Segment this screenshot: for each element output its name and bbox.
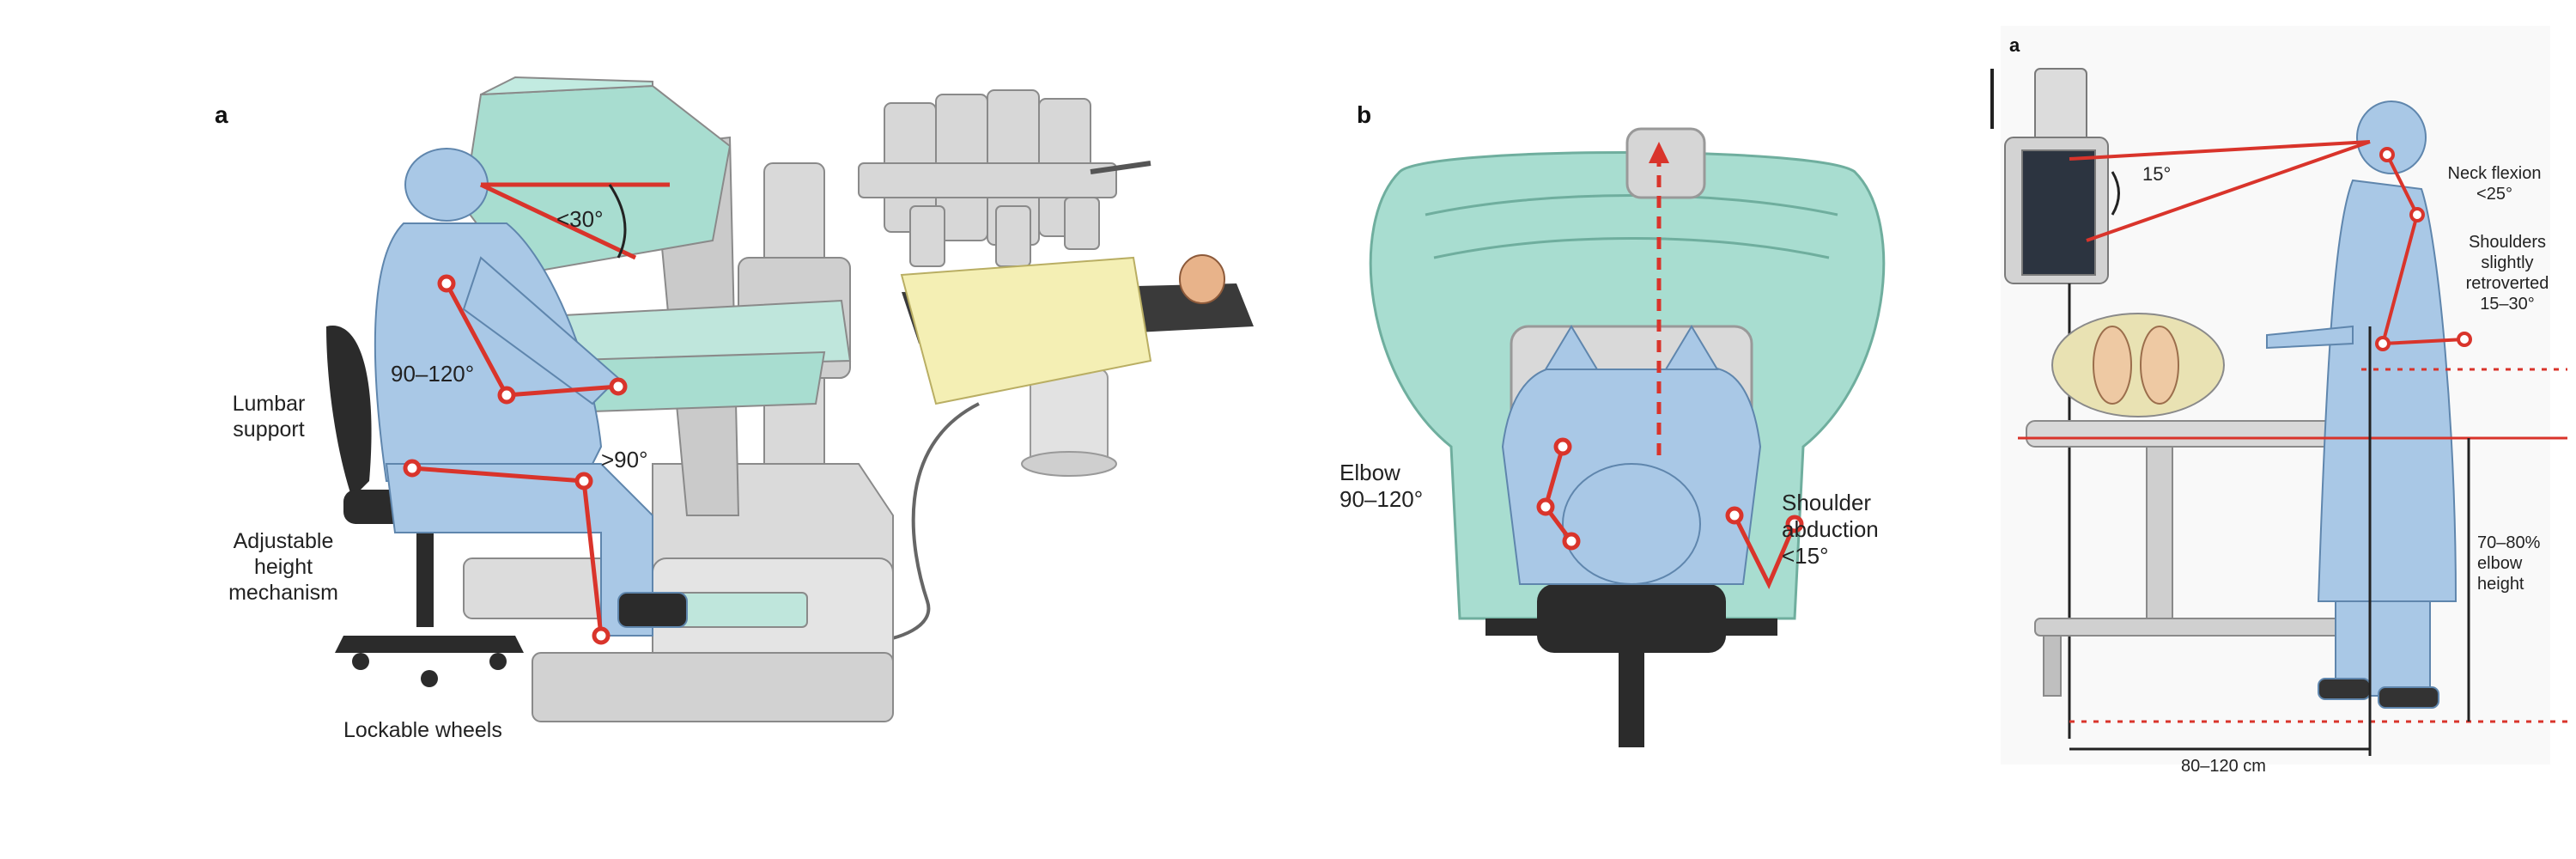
- height-mechanism-label: Adjustable height mechanism: [228, 529, 338, 605]
- monitor-stand: [1990, 68, 2109, 739]
- patient-side-robot: [858, 89, 1151, 267]
- surgeon-console: [462, 76, 894, 722]
- patient-table: [900, 254, 1254, 477]
- standing-indicators: [2018, 140, 2567, 756]
- panel-a-console-ergonomics: a <30° 90–120° Lumbar support >90° Adjus…: [215, 76, 1254, 742]
- panel-a-illustration: [326, 76, 1254, 722]
- panel-a-letter: a: [215, 101, 228, 128]
- distance-label: 80–120 cm: [2181, 757, 2266, 776]
- knee-angle-label: >90°: [601, 447, 648, 472]
- lockable-wheels-label: Lockable wheels: [343, 718, 502, 742]
- panel-c-standing-ergonomics: a 15° Neck flexion <25° Shoulders slight…: [1975, 0, 2576, 859]
- surgeon-top-view: [1501, 325, 1762, 585]
- panel-b-letter: b: [1357, 101, 1372, 128]
- chair-base-top-view: [1485, 584, 1777, 747]
- lumbar-support-label: Lumbar support: [232, 392, 306, 442]
- elbow-label: Elbow 90–120°: [1340, 460, 1424, 513]
- elbow-angle-label: 90–120°: [391, 361, 475, 387]
- elbow-height-label: 70–80% elbow height: [2477, 533, 2541, 594]
- neck-flexion-label: Neck flexion <25°: [2447, 164, 2542, 204]
- panel-c-illustration: [1990, 26, 2567, 765]
- shoulders-retroverted-label: Shoulders slightly retroverted 15–30°: [2465, 233, 2549, 314]
- panel-b-illustration: [1369, 127, 1886, 747]
- angle-indicators: [403, 182, 670, 645]
- panel-c-letter: a: [2009, 34, 2020, 56]
- viewer-angle-label: <30°: [556, 206, 604, 232]
- operating-table: [2026, 313, 2388, 697]
- standing-surgeon: [2266, 101, 2458, 709]
- shoulder-abduction-label: Shoulder abduction <15°: [1782, 490, 1879, 570]
- top-view-indicators: [1536, 142, 1804, 589]
- surgical-drape: [900, 256, 1152, 405]
- monitor-angle-label: 15°: [2142, 163, 2172, 185]
- panel-b-top-view: b Elbow 90–120° Shoulder abduction <15°: [1288, 0, 1975, 859]
